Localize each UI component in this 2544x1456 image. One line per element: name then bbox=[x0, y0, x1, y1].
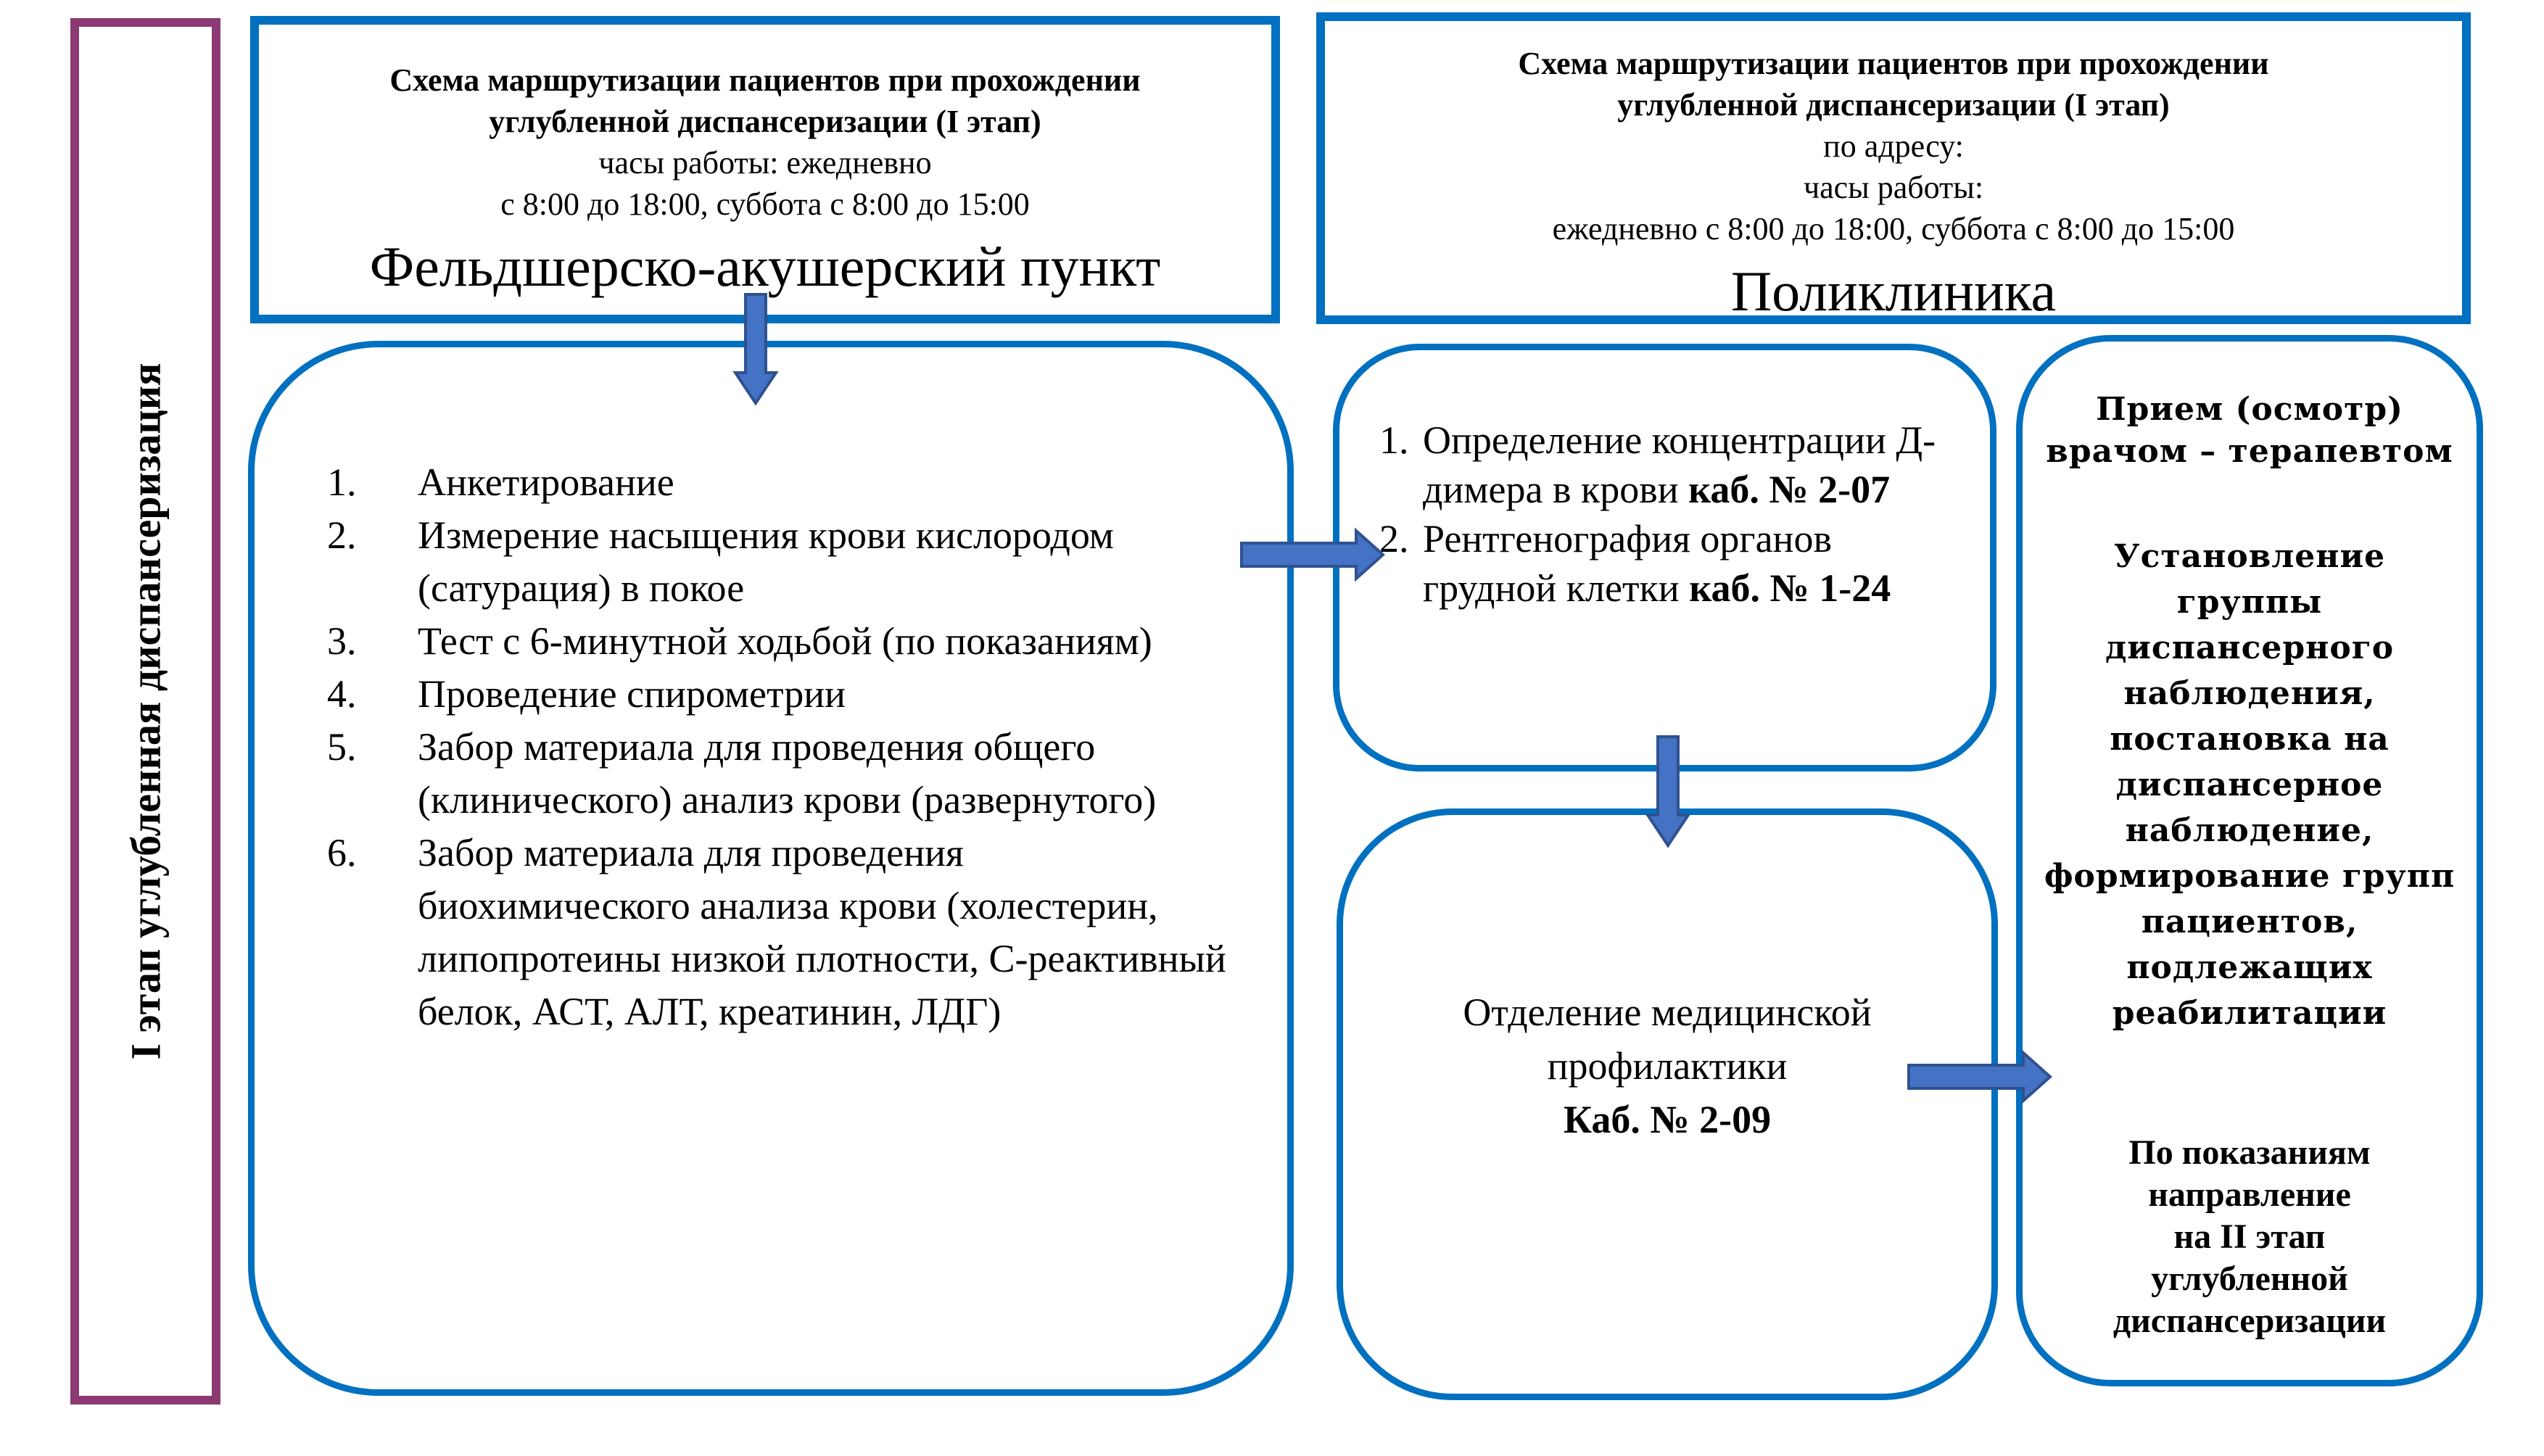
therapist-referral-line: на II этап bbox=[2173, 1217, 2326, 1256]
item-text: Забор материала для проведения общего (к… bbox=[418, 725, 1157, 822]
list-item: 3. Тест с 6-минутной ходьбой (по показани… bbox=[327, 615, 1244, 668]
header-polyclinic-hours: ежедневно с 8:00 до 18:00, суббота с 8:0… bbox=[1552, 211, 2235, 247]
therapist-actions: Установление группы диспансерного наблюд… bbox=[2030, 534, 2469, 1036]
stage-title: I этап углубленная диспансеризация bbox=[122, 363, 169, 1060]
polyclinic-tests-list: 1. Определение концентрации Д-димера в кр… bbox=[1379, 415, 1968, 613]
therapist-box: Прием (осмотр) врачом – терапевтом Устан… bbox=[2016, 335, 2483, 1386]
room-number: каб. № 2-07 bbox=[1688, 468, 1891, 511]
therapist-referral-line: углубленной bbox=[2151, 1259, 2348, 1298]
therapist-actions-line: наблюдение, bbox=[2125, 812, 2374, 849]
therapist-referral-line: диспансеризации bbox=[2113, 1302, 2387, 1340]
therapist-title-line2: врачом – терапевтом bbox=[2046, 433, 2453, 470]
list-item: 6. Забор материала для проведения биохими… bbox=[327, 827, 1244, 1038]
arrow-right-icon bbox=[1240, 527, 1386, 582]
therapist-actions-line: постановка на bbox=[2110, 721, 2390, 758]
polyclinic-tests-box: 1. Определение концентрации Д-димера в кр… bbox=[1333, 344, 1996, 772]
header-polyclinic-title: Поликлиника bbox=[1730, 260, 2057, 323]
therapist-actions-line: диспансерного bbox=[2105, 629, 2395, 666]
prophylaxis-line2: профилактики bbox=[1547, 1044, 1788, 1088]
item-text: Проведение спирометрии bbox=[418, 672, 846, 716]
item-number: 2. bbox=[1379, 517, 1409, 561]
header-fap: Схема маршрутизации пациентов при прохож… bbox=[250, 16, 1280, 323]
therapist-actions-line: подлежащих bbox=[2126, 949, 2373, 986]
list-item: 1. Определение концентрации Д-димера в кр… bbox=[1379, 415, 1968, 514]
item-text: Тест с 6-минутной ходьбой (по показаниям… bbox=[418, 619, 1152, 663]
item-number: 6. bbox=[327, 831, 357, 874]
therapist-actions-line: пациентов, bbox=[2141, 903, 2358, 940]
header-polyclinic-line1: Схема маршрутизации пациентов при прохож… bbox=[1518, 46, 2269, 81]
arrow-right-icon bbox=[1907, 1049, 2053, 1104]
therapist-actions-line: группы bbox=[2176, 584, 2323, 621]
item-text: Забор материала для проведения биохимиче… bbox=[418, 831, 1226, 1033]
list-item: 2. Измерение насыщения крови кислородом (… bbox=[327, 509, 1244, 615]
list-item: 1. Анкетирование bbox=[327, 456, 1244, 509]
therapist-actions-line: наблюдения, bbox=[2123, 675, 2376, 712]
header-fap-line1: Схема маршрутизации пациентов при прохож… bbox=[389, 62, 1141, 98]
arrow-down-icon bbox=[732, 293, 779, 406]
therapist-referral-line: направление bbox=[2148, 1175, 2351, 1214]
therapist-actions-line: формирование групп bbox=[2044, 858, 2456, 895]
list-item: 5. Забор материала для проведения общего … bbox=[327, 721, 1244, 827]
item-number: 3. bbox=[327, 619, 357, 663]
fap-procedures-box: 1. Анкетирование 2. Измерение насыщения кр… bbox=[248, 341, 1294, 1396]
header-fap-hours: с 8:00 до 18:00, суббота с 8:00 до 15:00 bbox=[500, 186, 1030, 222]
item-text: Определение концентрации Д-димера в кров… bbox=[1423, 418, 1936, 511]
header-polyclinic-hours-label: часы работы: bbox=[1803, 170, 1984, 205]
prophylaxis-room: Каб. № 2-09 bbox=[1563, 1098, 1772, 1141]
therapist-title-line1: Прием (осмотр) bbox=[2096, 391, 2403, 428]
header-polyclinic: Схема маршрутизации пациентов при прохож… bbox=[1316, 12, 2471, 324]
header-polyclinic-line2: углубленной диспансеризации (I этап) bbox=[1617, 87, 2170, 123]
therapist-referral-line: По показаниям bbox=[2128, 1133, 2371, 1172]
prophylaxis-line1: Отделение медицинской bbox=[1463, 990, 1872, 1034]
header-fap-hours-label: часы работы: ежедневно bbox=[598, 145, 932, 181]
therapist-actions-line: реабилитации bbox=[2112, 995, 2387, 1032]
list-item: 4. Проведение спирометрии bbox=[327, 668, 1244, 721]
prophylaxis-text: Отделение медицинской профилактики Каб. … bbox=[1343, 985, 1991, 1146]
list-item: 2.Рентгенография органов грудной клетки … bbox=[1379, 514, 1968, 613]
fap-procedures-list: 1. Анкетирование 2. Измерение насыщения кр… bbox=[327, 456, 1244, 1038]
item-text: Рентгенография органов грудной клетки bbox=[1423, 517, 1832, 610]
therapist-title: Прием (осмотр) врачом – терапевтом bbox=[2030, 389, 2469, 473]
room-number: каб. № 1-24 bbox=[1689, 566, 1891, 610]
item-number: 1. bbox=[1379, 418, 1409, 462]
item-number: 4. bbox=[327, 672, 357, 716]
header-fap-line2: углубленной диспансеризации (I этап) bbox=[489, 104, 1041, 139]
therapist-actions-line: диспансерное bbox=[2115, 766, 2384, 803]
arrow-down-icon bbox=[1645, 735, 1691, 848]
item-text: Анкетирование bbox=[418, 460, 674, 504]
item-number: 2. bbox=[327, 513, 357, 557]
therapist-referral: По показаниям направление на II этап угл… bbox=[2030, 1132, 2469, 1342]
header-polyclinic-address: по адресу: bbox=[1823, 128, 1964, 164]
item-number: 1. bbox=[327, 460, 357, 504]
prophylaxis-department-box: Отделение медицинской профилактики Каб. … bbox=[1337, 808, 1998, 1400]
item-number: 5. bbox=[327, 725, 357, 769]
item-text: Измерение насыщения крови кислородом (са… bbox=[418, 513, 1114, 610]
therapist-actions-line: Установление bbox=[2113, 538, 2386, 575]
header-fap-title: Фельдшерско-акушерский пункт bbox=[369, 235, 1161, 298]
stage-sidebar: I этап углубленная диспансеризация bbox=[70, 18, 220, 1405]
